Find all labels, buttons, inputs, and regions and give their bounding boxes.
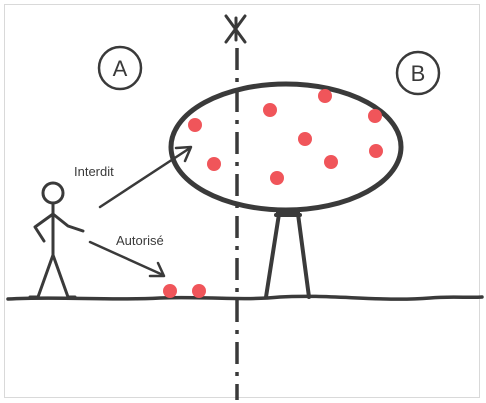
stick-figure-icon (28, 181, 85, 299)
tree-canopy (168, 81, 404, 213)
zone-b-badge: B (395, 50, 441, 96)
tree-trunk-top (276, 208, 300, 217)
fruit (270, 171, 284, 185)
fruit (298, 132, 312, 146)
zone-a-badge: A (97, 45, 143, 91)
fruit (188, 118, 202, 132)
fallen-fruit (192, 284, 206, 298)
tree-fruits (188, 89, 383, 185)
tree-trunk (264, 212, 311, 299)
zone-b-label: B (411, 61, 426, 86)
forbidden-label: Interdit (74, 164, 114, 179)
forbidden-arrow (98, 145, 193, 209)
fruit (318, 89, 332, 103)
fruit (369, 144, 383, 158)
fruit (263, 103, 277, 117)
fruit (207, 157, 221, 171)
figure-body (28, 201, 85, 299)
fruit (324, 155, 338, 169)
diagram-frame (4, 4, 480, 398)
figure-head (41, 181, 65, 205)
fallen-fruits (163, 284, 206, 298)
fruit-tree-icon (168, 81, 404, 299)
fallen-fruit (163, 284, 177, 298)
zone-a-label: A (113, 56, 128, 81)
ground-line (6, 294, 484, 301)
boundary-marker-icon (224, 14, 247, 44)
allowed-label: Autorisé (116, 233, 164, 248)
allowed-arrow (88, 240, 166, 278)
fruit (368, 109, 382, 123)
